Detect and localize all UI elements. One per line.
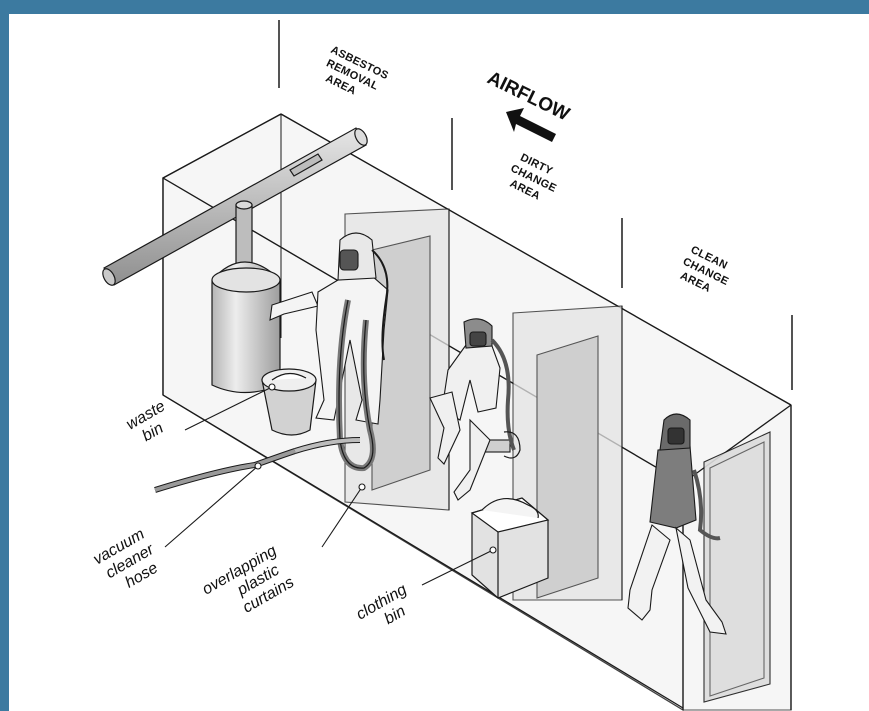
waste-bin-label: waste bin — [124, 396, 182, 449]
asbestos-zone-label: ASBESTOS REMOVAL AREA — [316, 44, 393, 109]
airflow-label: AIRFLOW — [484, 68, 573, 126]
clothing-bin-label: clothing bin — [354, 579, 423, 639]
clean-zone-label: CLEAN CHANGE AREA — [675, 243, 740, 302]
vacuum-hose-label: vacuum cleaner hose — [91, 523, 170, 599]
exit-door — [704, 432, 770, 702]
clothing-bin — [472, 498, 548, 598]
dirty-zone-label: DIRTY CHANGE AREA — [502, 150, 567, 209]
curtains-label: overlapping plastic curtains — [200, 540, 302, 629]
